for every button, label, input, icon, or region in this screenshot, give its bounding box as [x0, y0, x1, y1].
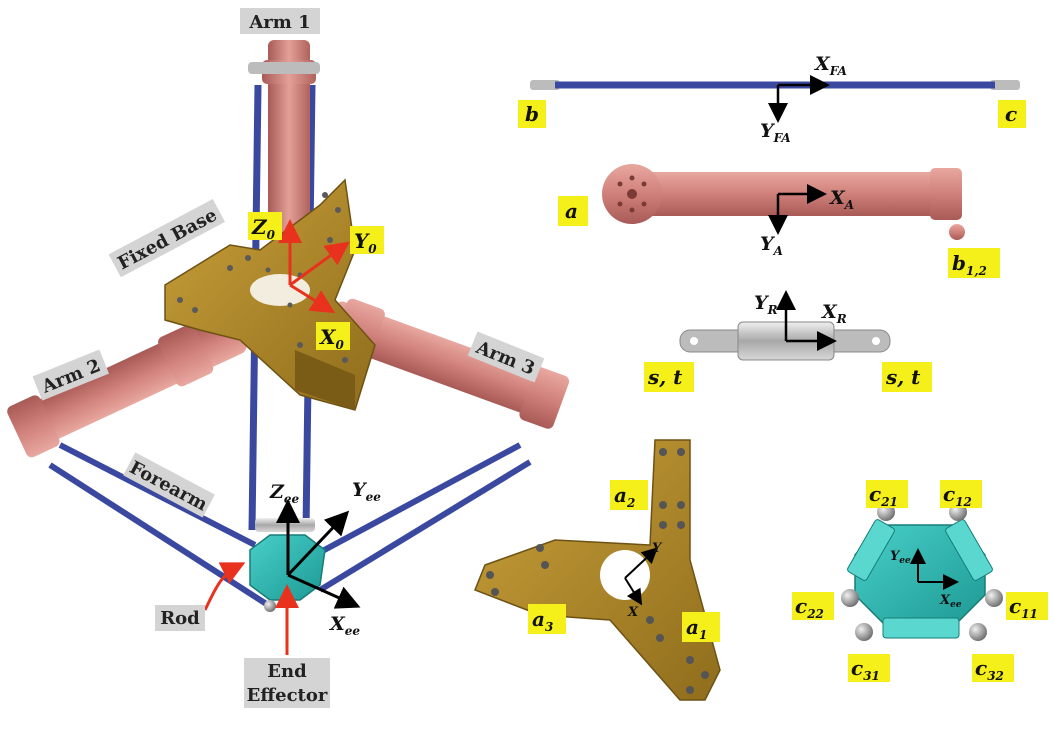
arm1-label-bg: [240, 8, 320, 34]
point-c-bg: [998, 100, 1026, 128]
z0-label: Z0: [251, 215, 276, 242]
yr-label: YR: [754, 292, 778, 317]
forearm-rod: [58, 442, 257, 548]
ee-plate-right-bar: [945, 519, 993, 581]
end-effector-ball: [264, 600, 276, 612]
c21-bg: [866, 480, 908, 508]
ee-plate-bottom-bar: [882, 617, 960, 639]
delta-robot-assembly: Arm 1: [7, 8, 570, 708]
ya-label: YA: [760, 233, 783, 258]
point-b-label: b: [525, 102, 539, 126]
c31-bg: [848, 654, 890, 682]
c32-label: c32: [975, 656, 1004, 683]
point-b12-label: b1,2: [952, 251, 987, 278]
xfa-label: XFA: [814, 53, 847, 78]
eeplate-x-label: Xee: [939, 593, 962, 610]
forearm-end-b: [530, 80, 560, 90]
arm1-label: Arm 1: [248, 12, 310, 33]
arm3-label-bg: [467, 331, 545, 383]
forearm-rod: [318, 459, 532, 593]
base-x-axis: [289, 283, 336, 314]
ee-plate-component: Yee Xee c21 c12 c22 c11 c31 c32: [792, 480, 1048, 683]
z0-label-bg: [248, 212, 282, 240]
c11-bg: [1006, 592, 1048, 620]
c12-label: c12: [943, 482, 972, 509]
s-t-left-bg: [644, 362, 694, 392]
s-t-right-label: s, t: [885, 365, 921, 389]
base-plate: [474, 439, 721, 701]
base-plate-center-hole: [600, 550, 650, 600]
rod-label-bg: [155, 605, 205, 631]
arm-end-collar: [930, 168, 962, 220]
arm-end-knob: [949, 224, 965, 240]
plate-x-axis: [624, 577, 643, 606]
plate-x-label: X: [627, 605, 639, 620]
c11-label: c11: [1009, 594, 1038, 621]
yfa-label: YFA: [760, 120, 791, 145]
fixed-base-label-bg: [108, 198, 226, 278]
point-a-label: a: [565, 199, 578, 223]
a3-bg: [528, 604, 566, 634]
forearm-rod: [313, 442, 522, 558]
point-b12-bg: [948, 248, 1000, 278]
a3-label: a3: [532, 607, 553, 634]
xr-label: XR: [821, 301, 847, 326]
rod-label: Rod: [160, 608, 200, 629]
yee-label: Yee: [352, 479, 381, 504]
arm2-tube: [7, 312, 247, 458]
rod-component: XR YR s, t s, t: [644, 290, 932, 392]
plate-y-label: Y: [652, 541, 663, 556]
end-effector-label-line1: End: [267, 661, 307, 682]
x0-label-bg: [316, 322, 350, 350]
point-a-bg: [558, 196, 588, 226]
base-y-axis: [289, 241, 350, 287]
forearm-label-bg: [123, 452, 215, 518]
ee-x-axis: [287, 573, 361, 609]
arm1-pin: [248, 62, 320, 74]
rod-hole-left: [690, 337, 698, 345]
end-effector-rod: [255, 518, 315, 532]
a2-bg: [610, 480, 648, 510]
xee-label: Xee: [329, 613, 360, 638]
zee-label: Zee: [269, 481, 300, 506]
a2-label: a2: [614, 483, 635, 510]
base-bolts: [177, 192, 348, 363]
arm-component: XA YA a b1,2: [558, 164, 1000, 278]
eeplate-y-label: Yee: [890, 549, 911, 566]
arm1-tube: [268, 40, 310, 240]
c22-label: c22: [795, 594, 824, 621]
forearm-component: XFA YFA b c: [518, 53, 1026, 145]
c22-bg: [792, 592, 834, 620]
arm2-label-bg: [32, 349, 110, 401]
a1-bg: [682, 612, 720, 642]
base-plate-bolts: [486, 448, 709, 694]
s-t-right-bg: [882, 362, 932, 392]
xa-label: XA: [829, 187, 854, 212]
plate-y-axis: [624, 547, 658, 579]
end-effector-label-bg: [244, 658, 330, 708]
point-c-label: c: [1005, 102, 1017, 126]
s-t-left-label: s, t: [647, 365, 683, 389]
end-effector-label-line2: Effector: [247, 685, 328, 706]
y0-label-bg: [350, 226, 384, 254]
rod-hole-right: [872, 337, 880, 345]
x0-label: X0: [318, 325, 345, 352]
c31-label: c31: [851, 656, 880, 683]
base-mount: [295, 350, 355, 410]
forearm-end-c: [990, 80, 1020, 90]
c12-bg: [940, 480, 982, 508]
arm-hub-holes: [617, 175, 647, 213]
ee-plate-left-bar: [847, 519, 895, 581]
base-plate-component: Y X a2 a3 a1: [474, 439, 721, 701]
ee-y-axis: [286, 510, 350, 577]
c32-bg: [972, 654, 1014, 682]
rod-pointer: [203, 562, 246, 611]
point-b-bg: [518, 100, 546, 128]
y0-label: Y0: [354, 229, 377, 256]
c21-label: c21: [869, 482, 898, 509]
a1-label: a1: [686, 615, 707, 642]
